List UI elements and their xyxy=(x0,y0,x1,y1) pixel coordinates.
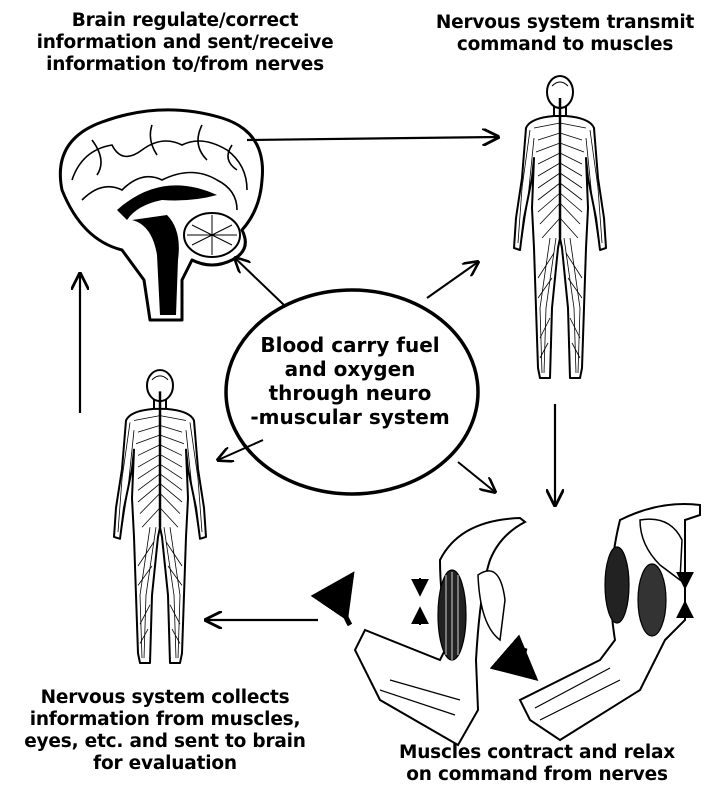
caption-line: on command from nerves xyxy=(355,764,719,786)
arm-muscle-relax-icon xyxy=(520,504,700,740)
caption-nervous-transmit: Nervous system transmit command to muscl… xyxy=(410,12,719,56)
arm-muscle-contract-icon xyxy=(343,518,525,745)
center-line: -muscular system xyxy=(250,405,450,429)
caption-line: eyes, etc. and sent to brain xyxy=(0,731,330,753)
caption-muscles: Muscles contract and relax on command fr… xyxy=(355,742,719,786)
arrow-circle-to-nerves xyxy=(427,262,478,298)
brain-icon xyxy=(60,110,262,320)
arrow-brain-to-nerves xyxy=(247,137,498,140)
caption-line: Nervous system transmit xyxy=(410,12,719,34)
caption-line: for evaluation xyxy=(0,753,330,775)
center-line: Blood carry fuel xyxy=(250,333,450,357)
caption-line: information from muscles, xyxy=(0,709,330,731)
caption-line: command to muscles xyxy=(410,34,719,56)
caption-line: Muscles contract and relax xyxy=(355,742,719,764)
body-nervous-system-icon xyxy=(514,76,606,378)
arrow-circle-to-brain xyxy=(235,258,284,305)
caption-nervous-collect: Nervous system collects information from… xyxy=(0,687,330,775)
caption-line: Nervous system collects xyxy=(0,687,330,709)
center-line: through neuro xyxy=(250,381,450,405)
center-line: and oxygen xyxy=(250,357,450,381)
arrow-circle-to-muscles xyxy=(458,462,495,492)
caption-line: information to/from nerves xyxy=(20,54,350,76)
caption-line: information and sent/receive xyxy=(20,32,350,54)
body-nervous-system-icon xyxy=(114,370,206,663)
caption-brain: Brain regulate/correct information and s… xyxy=(20,10,350,76)
caption-line: Brain regulate/correct xyxy=(20,10,350,32)
center-label: Blood carry fuel and oxygen through neur… xyxy=(250,333,450,429)
